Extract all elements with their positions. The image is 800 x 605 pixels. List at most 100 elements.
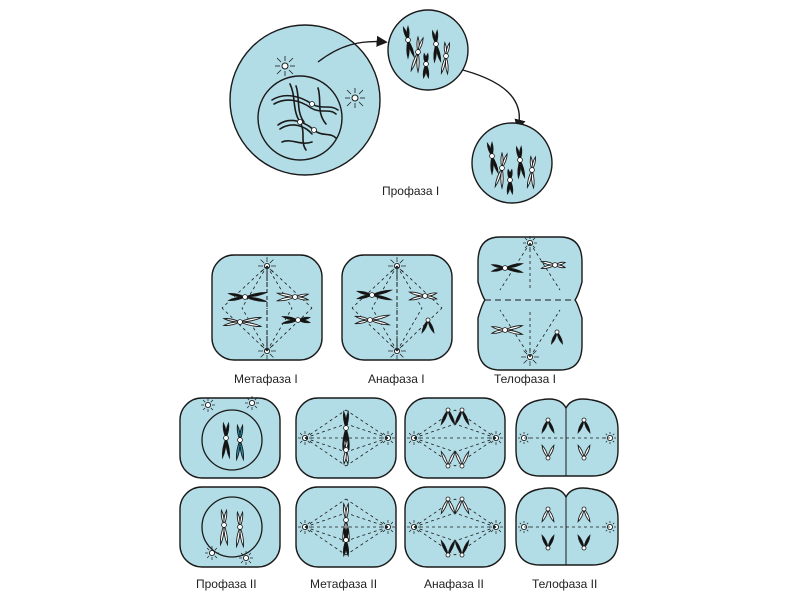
- chromatid-arm: [406, 25, 410, 42]
- chromatid-arm: [504, 325, 525, 331]
- chromatid-arm: [244, 296, 267, 303]
- chromatid-arm: [541, 507, 549, 523]
- metaphase1-group: [211, 254, 323, 361]
- chromatid-arm: [354, 315, 372, 321]
- label-anaphase2: Анафаза II: [424, 577, 484, 591]
- centromere: [581, 417, 587, 423]
- chromatid-arm: [447, 539, 456, 557]
- label-metaphase2: Метафаза II: [310, 577, 378, 591]
- chromatid-arm: [506, 178, 511, 196]
- chromatid-arm: [504, 329, 525, 335]
- label-metaphase1: Метафаза I: [234, 372, 298, 386]
- spindle-fiber: [454, 423, 497, 439]
- spindle-fiber: [413, 498, 456, 528]
- chromatid-arm: [517, 159, 521, 180]
- chromatid-arm: [518, 145, 523, 162]
- chromatid-arm: [275, 292, 296, 298]
- prophase2-nucleus-top: [201, 409, 263, 471]
- chromatid-arm: [239, 510, 244, 529]
- centromere: [433, 41, 439, 47]
- spindle-fiber: [345, 423, 389, 439]
- centromere: [425, 317, 431, 323]
- centromere: [343, 447, 349, 453]
- spindle-fiber: [345, 437, 389, 467]
- chromatid-arm: [345, 502, 350, 521]
- chromatid-arm: [547, 418, 555, 434]
- centromere: [423, 61, 429, 67]
- spindle-fiber: [413, 437, 456, 467]
- spindle-fiber: [454, 526, 497, 542]
- metaphase2-spindle: [298, 409, 395, 556]
- centromere: [237, 437, 243, 443]
- prophase1-zoom2-chromosomes: [486, 141, 537, 196]
- chromatid-arm: [541, 534, 549, 550]
- centromere: [242, 294, 248, 300]
- chromatid-arm: [490, 264, 507, 269]
- centromere: [554, 329, 560, 335]
- centromere: [369, 292, 375, 298]
- centromere: [343, 517, 349, 523]
- prophase2-chromosomes: [219, 421, 245, 549]
- metaphase1-chromosomes: [222, 291, 311, 328]
- spindle-fiber: [396, 307, 443, 352]
- spindle-fiber: [413, 526, 456, 542]
- centromere: [545, 506, 551, 512]
- chromatid-arm: [490, 141, 494, 158]
- chromatid-arm: [577, 418, 585, 434]
- chromatid-arm: [227, 293, 246, 298]
- spindle-fiber: [221, 307, 268, 352]
- label-anaphase1: Анафаза I: [368, 372, 425, 386]
- centromere: [445, 463, 451, 469]
- chromatid-arm: [239, 321, 262, 328]
- spindle-fiber: [371, 265, 398, 309]
- chromatid-arm: [447, 450, 456, 468]
- spindle-fiber: [351, 307, 398, 352]
- telophase2-cell-top: [515, 398, 619, 477]
- centromere: [459, 496, 465, 502]
- chromatid-arm: [577, 534, 585, 550]
- spindle-fiber: [396, 265, 443, 309]
- chromatid-arm: [547, 507, 555, 523]
- chromatid-arm: [423, 295, 438, 300]
- centromere: [445, 496, 451, 502]
- chromatid-arm: [541, 444, 549, 460]
- metaphase2-group: [295, 397, 397, 568]
- chromatid-arm: [454, 539, 463, 557]
- chromatid-arm: [225, 421, 230, 440]
- chromatid-arm: [427, 318, 435, 334]
- telophase2-cell-bottom: [515, 487, 619, 566]
- prophase2-group: [179, 396, 281, 568]
- spindle-fiber: [266, 265, 313, 309]
- spindle-fiber: [266, 307, 313, 352]
- centromere: [502, 327, 508, 333]
- centromere: [507, 177, 513, 183]
- spindle-fiber: [304, 498, 347, 528]
- chromatid-arm: [219, 524, 225, 547]
- chromatid-arm: [356, 290, 374, 296]
- prophase2-centrosomes: [201, 396, 259, 565]
- telophase2-group: [515, 398, 619, 566]
- centrosome: [239, 551, 253, 565]
- chromatid-arm: [447, 408, 456, 426]
- spindle-fiber: [304, 437, 347, 453]
- prophase1-centrosome: [275, 56, 295, 76]
- chromatid-arm: [577, 444, 585, 460]
- anaphase1-spindle: [351, 257, 443, 360]
- anaphase2-chromosomes: [440, 407, 470, 558]
- spindle-fiber: [304, 526, 347, 556]
- centrosome: [604, 432, 616, 444]
- centromere: [489, 153, 495, 159]
- chromatid-arm: [454, 450, 463, 468]
- centromere: [443, 53, 449, 59]
- spindle-fiber: [413, 437, 456, 453]
- chromatid-arm: [583, 507, 591, 523]
- anaphase1-group: [341, 254, 453, 361]
- chromatid-arm: [345, 410, 350, 429]
- centromere: [237, 319, 243, 325]
- anaphase1-chromosomes: [354, 289, 438, 334]
- chromatid-arm: [406, 39, 410, 60]
- chromatid-arm: [461, 539, 470, 557]
- label-prophase1: Профаза I: [382, 184, 440, 198]
- chromatid-arm: [239, 423, 244, 442]
